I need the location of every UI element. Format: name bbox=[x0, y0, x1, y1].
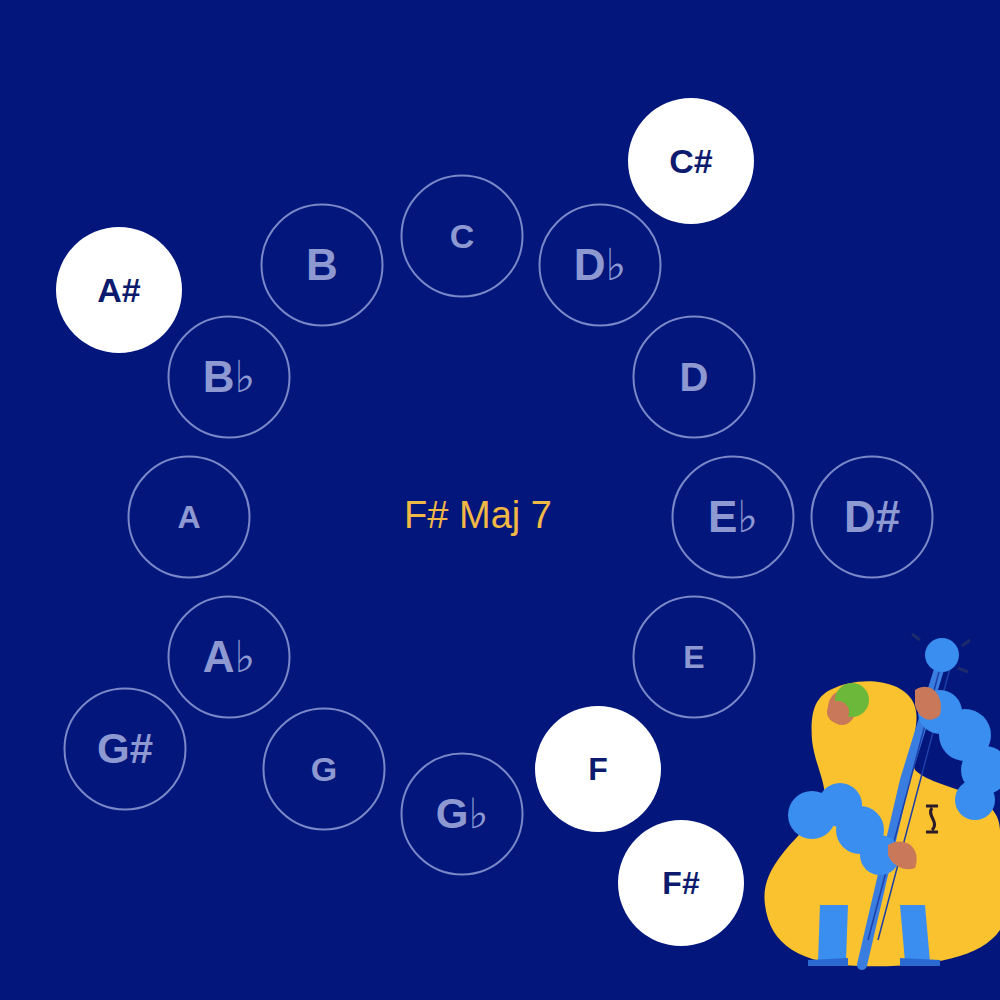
note-name: B bbox=[306, 243, 338, 287]
circle-shape bbox=[535, 706, 661, 832]
note-circle: G bbox=[262, 707, 386, 831]
note-name: D bbox=[680, 357, 709, 397]
note-name: G# bbox=[97, 728, 153, 770]
bass-scroll-peg bbox=[912, 634, 970, 672]
circle-shape bbox=[628, 98, 754, 224]
circle-shape bbox=[673, 457, 794, 578]
note-name: C bbox=[450, 219, 475, 253]
note-name: E♭ bbox=[708, 495, 758, 539]
note-name: A# bbox=[97, 273, 140, 307]
circle-shape bbox=[56, 227, 182, 353]
note-circle: G# bbox=[63, 687, 187, 811]
player-face-front bbox=[827, 701, 849, 723]
circle-shape bbox=[812, 457, 933, 578]
circle-shape bbox=[169, 317, 290, 438]
note-name: G bbox=[311, 752, 337, 786]
note-name: D# bbox=[844, 495, 900, 539]
chord-note-circle: A# bbox=[56, 227, 182, 353]
note-circle: D bbox=[632, 315, 756, 439]
note-circle: E bbox=[632, 595, 756, 719]
note-circle: G♭ bbox=[400, 752, 524, 876]
note-circle: E♭ bbox=[671, 455, 795, 579]
player-sleeves bbox=[788, 690, 1000, 875]
note-name: D♭ bbox=[574, 243, 627, 287]
note-name: F bbox=[588, 753, 608, 785]
circle-shape bbox=[169, 597, 290, 718]
note-name: A♭ bbox=[203, 635, 256, 679]
player-legs bbox=[818, 905, 930, 962]
circle-shape bbox=[262, 205, 383, 326]
circle-shape bbox=[129, 457, 250, 578]
note-circle: B bbox=[260, 203, 384, 327]
chord-title: F# Maj 7 bbox=[404, 494, 552, 537]
note-circle: A bbox=[127, 455, 251, 579]
note-name: E bbox=[683, 641, 704, 673]
note-name: F# bbox=[662, 867, 699, 899]
note-circle: C bbox=[400, 174, 524, 298]
circle-shape bbox=[402, 176, 523, 297]
note-circle: A♭ bbox=[167, 595, 291, 719]
circle-shape bbox=[540, 205, 661, 326]
circle-shape bbox=[634, 597, 755, 718]
bass-scroll bbox=[925, 638, 959, 672]
chord-note-circle: F bbox=[535, 706, 661, 832]
note-name: A bbox=[177, 501, 200, 533]
note-name: G♭ bbox=[436, 793, 488, 835]
circle-shape bbox=[402, 754, 523, 875]
circle-shape bbox=[264, 709, 385, 830]
f-hole bbox=[926, 806, 938, 832]
circle-shape bbox=[65, 689, 186, 810]
player-hand bbox=[888, 842, 917, 870]
note-circle: D# bbox=[810, 455, 934, 579]
circle-shape bbox=[634, 317, 755, 438]
circle-shape bbox=[618, 820, 744, 946]
chord-note-circle: F# bbox=[618, 820, 744, 946]
note-name: B♭ bbox=[203, 355, 256, 399]
note-circle: B♭ bbox=[167, 315, 291, 439]
bass-strings bbox=[868, 668, 950, 940]
note-circle: D♭ bbox=[538, 203, 662, 327]
chord-note-circle: C# bbox=[628, 98, 754, 224]
player-feet bbox=[808, 958, 940, 966]
note-name: C# bbox=[669, 144, 712, 178]
player-hand bbox=[915, 687, 941, 720]
